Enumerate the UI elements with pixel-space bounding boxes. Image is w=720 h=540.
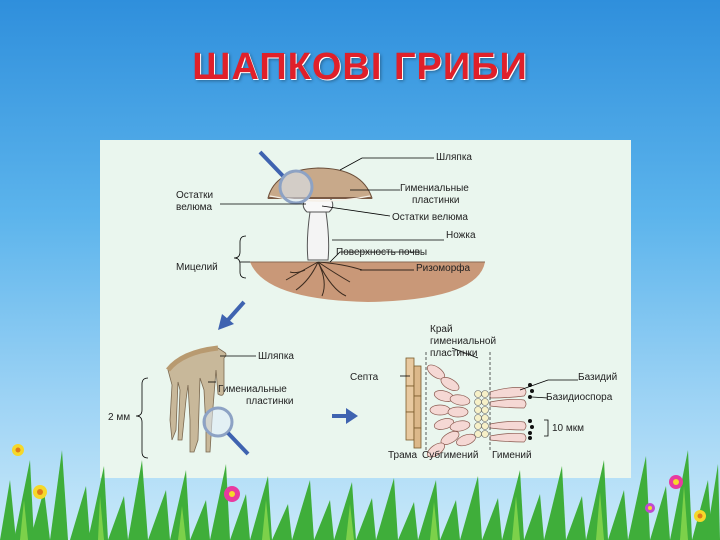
label-mycelium: Мицелий bbox=[176, 262, 218, 273]
label-velum-left-1: Остатки bbox=[176, 190, 213, 201]
label-edge-2: гимениальной bbox=[430, 336, 496, 347]
label-velum-left-2: велюма bbox=[176, 202, 213, 213]
flower-icon bbox=[669, 475, 683, 489]
mycelium-brace bbox=[234, 236, 246, 278]
flower-icon bbox=[645, 503, 655, 513]
grass-decoration bbox=[0, 420, 720, 540]
flower-icon bbox=[224, 486, 240, 502]
label-cap-top: Шляпка bbox=[436, 152, 472, 163]
flower-icon bbox=[33, 485, 47, 499]
label-stem: Ножка bbox=[446, 230, 476, 241]
label-hymenial-section-1: Гимениальные bbox=[218, 384, 287, 395]
label-basidium: Базидий bbox=[578, 372, 617, 383]
flower-icon bbox=[12, 444, 24, 456]
label-soil-surface: Поверхность почвы bbox=[336, 247, 427, 258]
label-basidiospore: Базидиоспора bbox=[546, 392, 613, 403]
label-hymenial-section-2: пластинки bbox=[246, 396, 293, 407]
mushroom-overview: Шляпка Гимениальные пластинки Остатки ве… bbox=[176, 152, 485, 302]
label-septa: Септа bbox=[350, 372, 379, 383]
stem bbox=[307, 212, 328, 260]
label-rhizomorph: Ризоморфа bbox=[416, 262, 471, 274]
label-edge-3: пластинки bbox=[430, 348, 477, 359]
label-cap-section: Шляпка bbox=[258, 351, 294, 362]
flow-arrow-down-left bbox=[218, 302, 244, 330]
label-hymenial-top-1: Гимениальные bbox=[400, 183, 469, 194]
label-velum-right: Остатки велюма bbox=[392, 212, 468, 223]
label-edge-1: Край bbox=[430, 324, 453, 335]
flower-icon bbox=[694, 510, 706, 522]
label-hymenial-top-2: пластинки bbox=[412, 195, 459, 206]
slide-title: ШАПКОВІ ГРИБИ bbox=[0, 46, 720, 89]
magnifier-icon bbox=[260, 152, 312, 203]
